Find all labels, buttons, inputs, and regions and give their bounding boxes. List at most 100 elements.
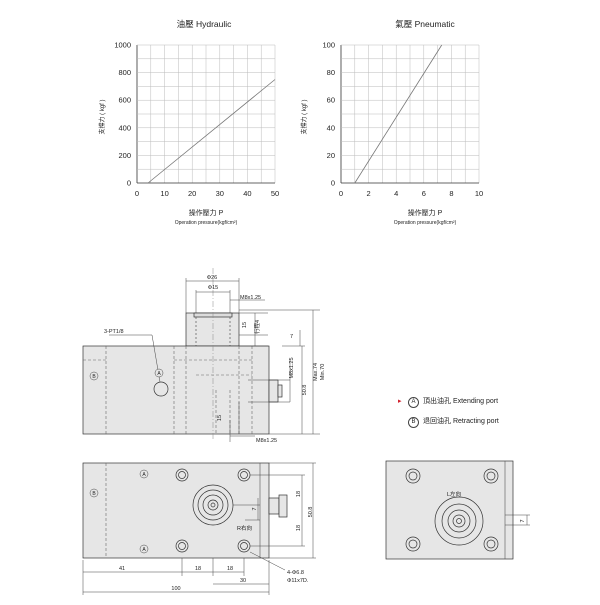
top-dim-30: 30 — [240, 578, 246, 584]
front-view-drawing: Φ26 Φ15 M8x1.25 15 行程4 7 3-PT1/8 M8x1.25… — [82, 268, 326, 444]
front-a-marker — [154, 368, 164, 378]
hydraulic-x-label-cn: 操作壓力 P — [189, 208, 224, 217]
pneumatic-xtick-label: 0 — [339, 189, 343, 198]
top-dim-18r1: 18 — [296, 491, 302, 497]
front-dim-508: 50.8 — [302, 385, 308, 396]
hydraulic-xtick-label: 40 — [243, 189, 251, 198]
front-a-marker-label: A — [157, 371, 161, 377]
top-dim-18r2: 18 — [296, 525, 302, 531]
side-left-direction: L左向 — [447, 490, 461, 498]
front-dim-d26: Φ26 — [207, 275, 218, 281]
port-a-circle — [153, 381, 169, 397]
legend-arrow-icon: ▸ — [398, 398, 402, 405]
side-fitting-nut — [268, 379, 279, 403]
hydraulic-x-label-en: Operation pressure(kgf/cm²) — [175, 220, 238, 226]
top-a-marker-2 — [139, 544, 149, 554]
legend-retracting: B 退回油孔 Retracting port — [398, 412, 499, 432]
top-center-dot — [210, 502, 216, 508]
front-dim-m8-top: M8x1.25 — [240, 295, 261, 301]
pneumatic-chart-title: 氣壓 Pneumatic — [395, 19, 455, 29]
side-dimension-lines — [505, 514, 530, 526]
front-body — [82, 345, 270, 435]
hydraulic-chart-title: 油壓 Hydraulic — [177, 19, 233, 29]
hydraulic-ytick-label: 600 — [118, 96, 131, 105]
port-legend: ▸ A 頂出油孔 Extending port B 退回油孔 Retractin… — [398, 392, 499, 432]
top-center-bore — [207, 499, 219, 511]
top-a-marker-1-label: A — [142, 472, 146, 478]
top-dim-7: 7 — [252, 507, 258, 510]
top-holes-spec2: Φ11x7D. — [287, 578, 309, 584]
pneumatic-ytick-label: 40 — [327, 123, 335, 132]
front-dimension-lines — [109, 278, 320, 442]
pneumatic-xtick-label: 4 — [394, 189, 398, 198]
top-dim-41: 41 — [119, 566, 125, 572]
hydraulic-xtick-label: 50 — [271, 189, 279, 198]
top-b-marker-label: B — [92, 491, 96, 497]
hydraulic-grid — [136, 44, 276, 184]
top-view-drawing: 41 18 18 30 100 18 18 50.8 7 R右向 4-Φ6.8 … — [82, 462, 316, 595]
pneumatic-xtick-label: 10 — [475, 189, 483, 198]
front-dim-m8-bottom: M8x1.25 — [256, 438, 277, 444]
pneumatic-x-label-cn: 操作壓力 P — [408, 208, 443, 217]
piston-cap — [185, 312, 240, 347]
front-dim-min: Min.70 — [320, 364, 326, 381]
pneumatic-y-label: 支撐力 ( kgf ) — [300, 99, 308, 134]
top-holes-spec1: 4-Φ6.8 — [287, 570, 304, 576]
pneumatic-xtick-label: 6 — [422, 189, 426, 198]
side-fitting-tip — [277, 384, 283, 398]
top-center-ring-inner — [202, 494, 224, 516]
legend-retracting-label: 退回油孔 Retracting port — [423, 418, 499, 425]
top-dim-100: 100 — [171, 586, 180, 592]
pneumatic-ytick-label: 80 — [327, 68, 335, 77]
front-dim-7: 7 — [290, 334, 293, 340]
side-body — [385, 460, 514, 560]
hydraulic-y-label: 支撐力 ( kgf ) — [98, 99, 106, 134]
front-dim-15-low: 15 — [217, 415, 223, 421]
pneumatic-x-label-en: Operation pressure(kgf/cm²) — [394, 220, 457, 226]
top-a-marker-1 — [139, 469, 149, 479]
top-center-ring-mid — [197, 489, 229, 521]
side-center-ring-mid — [441, 503, 477, 539]
top-dim-18b: 18 — [227, 566, 233, 572]
pneumatic-ytick-label: 0 — [331, 179, 335, 188]
side-center-dot — [456, 518, 462, 524]
side-center-ring-inner — [447, 509, 471, 533]
front-dim-d15: Φ15 — [208, 285, 219, 291]
front-dim-15-top: 15 — [242, 322, 248, 328]
hydraulic-xtick-label: 20 — [188, 189, 196, 198]
legend-extending-label: 頂出油孔 Extending port — [423, 398, 499, 405]
side-center-bore — [452, 514, 466, 528]
front-dim-stroke: 行程4 — [253, 320, 261, 334]
pneumatic-ytick-label: 60 — [327, 96, 335, 105]
front-hidden-lines — [83, 346, 253, 434]
front-dim-m8-right: M8x1.25 — [289, 357, 295, 378]
legend-b-symbol: B — [408, 416, 419, 428]
top-body — [82, 462, 270, 559]
pneumatic-ytick-label: 20 — [327, 151, 335, 160]
hydraulic-xtick-label: 10 — [160, 189, 168, 198]
hydraulic-series-line — [147, 79, 276, 184]
legend-a-symbol: A — [408, 396, 419, 408]
front-dim-max: Max.74 — [313, 363, 319, 381]
side-center-ring-outer — [434, 496, 484, 546]
front-b-marker-label: B — [92, 374, 96, 380]
top-dim-18a: 18 — [195, 566, 201, 572]
top-a-marker-2-label: A — [142, 547, 146, 553]
front-b-marker — [89, 371, 99, 381]
pneumatic-xtick-label: 8 — [449, 189, 453, 198]
pneumatic-grid — [340, 44, 480, 184]
pneumatic-ytick-label: 100 — [322, 41, 335, 50]
hydraulic-xtick-label: 0 — [135, 189, 139, 198]
top-side-fitting — [268, 497, 280, 515]
side-dim-7: 7 — [520, 519, 526, 522]
hydraulic-xtick-label: 30 — [216, 189, 224, 198]
hydraulic-ytick-label: 1000 — [114, 41, 131, 50]
side-view-drawing: L左向 7 — [385, 460, 530, 560]
top-mounting-holes — [175, 468, 251, 553]
hydraulic-ytick-label: 0 — [127, 179, 131, 188]
